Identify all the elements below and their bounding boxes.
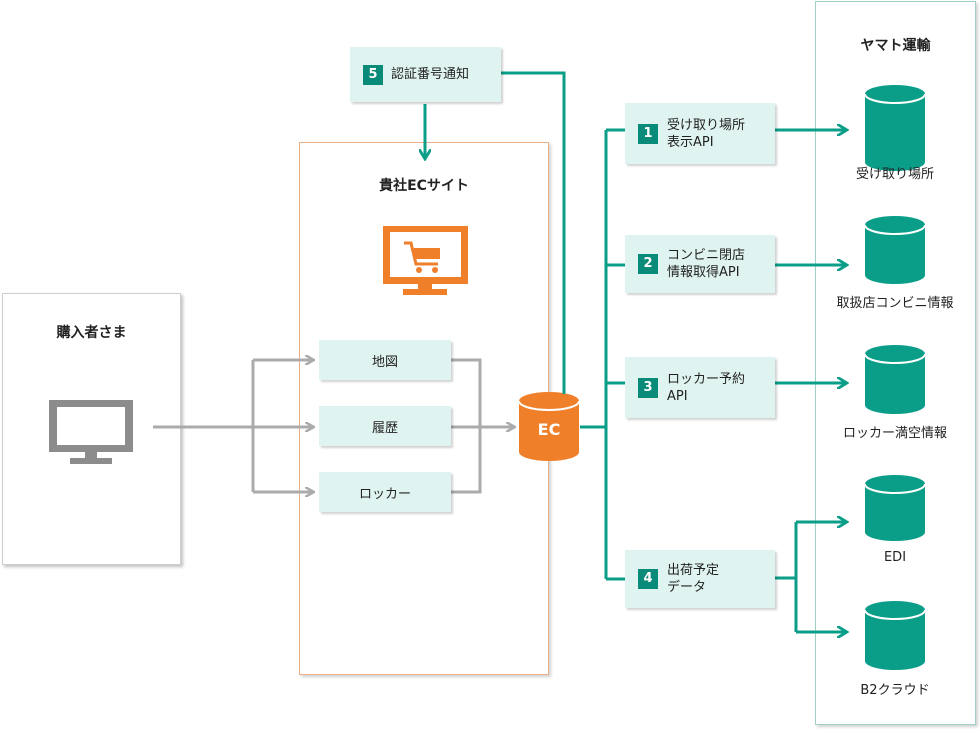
ec-database-icon: [518, 392, 580, 461]
api-label-line: 受け取り場所: [667, 117, 746, 133]
api-box-pickup: 1 受け取り場所表示API: [625, 103, 775, 164]
api-box-shipping: 4 出荷予定データ: [625, 550, 775, 608]
buyer-title: 購入者さま: [56, 325, 127, 341]
db-icon-locker: [864, 345, 926, 414]
api-box-conbini: 2 コンビニ閉店情報取得API: [625, 235, 775, 293]
yamato-title: ヤマト運輸: [860, 38, 931, 54]
buyer-to-menu-connector: [153, 360, 313, 492]
api-label-line: API: [667, 388, 688, 404]
step-badge: 2: [638, 254, 658, 274]
api-label-line: 表示API: [667, 134, 714, 150]
ec-database-label: EC: [537, 420, 561, 439]
notify-box: 5 認証番号通知: [350, 47, 501, 102]
menu-item-label: 履歴: [371, 420, 398, 436]
shopping-cart-monitor-icon: [383, 226, 468, 295]
menu-item-history[interactable]: 履歴: [319, 406, 451, 446]
notify-connector: [425, 71, 566, 394]
step-badge: 4: [638, 569, 658, 589]
api-label-line: データ: [667, 580, 707, 595]
api-label-line: コンビニ閉店: [667, 248, 746, 263]
db-label-locker: ロッカー満空情報: [842, 426, 947, 441]
api-to-db-connector: [775, 130, 846, 632]
db-label-edi: EDI: [883, 550, 907, 565]
api-label-line: ロッカー予約: [667, 371, 746, 387]
api-label-line: 出荷予定: [667, 563, 720, 578]
db-icon-edi: [864, 475, 926, 541]
db-label-conbini: 取扱店コンビニ情報: [836, 296, 954, 311]
notify-label: 認証番号通知: [391, 67, 470, 82]
step-badge: 5: [363, 64, 383, 85]
menu-item-label: 地図: [371, 354, 398, 370]
db-icon-conbini: [864, 216, 926, 284]
step-badge: 3: [638, 377, 658, 398]
ec-site-title: 貴社ECサイト: [379, 178, 469, 194]
db-label-b2cloud: B2クラウド: [860, 683, 930, 698]
monitor-icon: [49, 400, 133, 464]
menu-to-ec-connector: [451, 358, 514, 494]
ec-to-api-connector: [580, 128, 625, 581]
menu-item-label: ロッカー: [358, 486, 411, 502]
db-icon-b2cloud: [864, 601, 926, 670]
api-label-line: 情報取得API: [667, 265, 740, 280]
db-icon-pickup: [864, 85, 926, 171]
step-badge: 1: [638, 123, 658, 144]
menu-item-map[interactable]: 地図: [319, 340, 451, 380]
db-label-pickup: 受け取り場所: [855, 167, 934, 182]
menu-item-locker[interactable]: ロッカー: [319, 472, 451, 512]
